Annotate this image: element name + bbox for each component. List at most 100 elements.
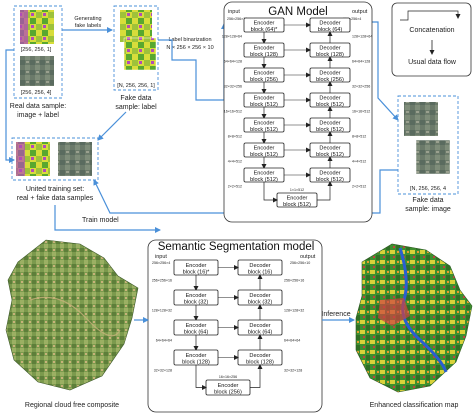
gan-output-label: output xyxy=(352,9,368,15)
fake-image-sample: [N, 256, 256, 4 Fake data sample: image xyxy=(397,95,459,213)
fake-image-caption-line1: Fake data xyxy=(412,197,443,204)
gan-encoder-1-title: Encoder xyxy=(254,21,275,27)
seg-title: Semantic Segmentation model xyxy=(158,241,315,253)
gan-decoder-3-title: Decoder xyxy=(319,71,340,77)
real-label-size: [256, 256, 1] xyxy=(21,47,52,53)
seg-decoder-1-size: block (16) xyxy=(248,270,273,276)
gan-to-bottleneck xyxy=(263,182,278,203)
seg-dec-dims-3: 64×64×64 xyxy=(284,339,300,343)
seg-decoder-2-size: block (32) xyxy=(248,300,273,306)
regional-caption: Regional cloud free composite xyxy=(25,402,119,409)
seg-encoder-2-size: block (32) xyxy=(184,300,209,306)
enhanced-classification-map xyxy=(355,243,473,393)
real-image-size: [256, 256, 4] xyxy=(21,90,52,96)
gan-dec-dims-6: 4×4×512 xyxy=(352,160,366,164)
seg-encoder-3-size: block (64) xyxy=(184,330,209,336)
united-training-set: United training set: real + fake data sa… xyxy=(11,137,99,202)
seg-bottleneck-title: Encoder xyxy=(218,383,239,389)
gan-decoder-3-size: block (256) xyxy=(316,77,344,83)
gan-enc-dims-6: 4×4×512 xyxy=(228,160,242,164)
seg-decoder-2-title: Decoder xyxy=(249,293,270,299)
gan-dec-dims-4: 16×16×512 xyxy=(352,110,370,114)
gan-output-dims: 256×256×4 xyxy=(343,17,361,21)
inference-label: Inference xyxy=(321,311,350,318)
train-model-label: Train model xyxy=(82,217,119,224)
seg-dec-dims-2: 128×128×32 xyxy=(284,309,304,313)
seg-encoder-1-title: Encoder xyxy=(186,263,207,269)
gan-enc-dims-2: 64×64×128 xyxy=(224,60,242,64)
gan-decoder-2-size: block (128) xyxy=(316,52,344,58)
legend-concatenation: Concatenation xyxy=(409,27,454,34)
gan-bottleneck-size: block (512) xyxy=(283,202,311,208)
arrow-train-model xyxy=(54,205,161,233)
generating-fake-labels-line2: fake labels xyxy=(75,23,102,29)
gan-decoder-4-size: block (512) xyxy=(316,102,344,108)
legend: Concatenation Usual data flow xyxy=(391,2,472,77)
gan-encoder-2-title: Encoder xyxy=(254,46,275,52)
united-caption-line1: United training set: xyxy=(26,186,84,193)
seg-encoder-3-title: Encoder xyxy=(186,323,207,329)
enhanced-map: Enhanced classification map xyxy=(355,243,473,409)
real-caption-line2: image + label xyxy=(17,112,59,119)
gan-decoder-7-title: Decoder xyxy=(319,171,340,177)
real-image-tile xyxy=(20,56,54,86)
real-data-sample: [256, 256, 1] [256, 256, 4] Real data sa… xyxy=(10,5,66,119)
gan-input-dims: 256×256×10 xyxy=(227,17,247,21)
gan-bottleneck-dims: 1×1×512 xyxy=(290,188,304,192)
gan-from-bottleneck xyxy=(317,181,333,201)
seg-output-dims: 256×256×10 xyxy=(290,261,310,265)
united-label-region xyxy=(16,142,25,176)
seg-decoder-1-title: Decoder xyxy=(249,263,270,269)
gan-encoder-4-size: block (512) xyxy=(250,102,278,108)
gan-decoder-2-title: Decoder xyxy=(319,46,340,52)
label-binarization-line2: N × 256 × 256 × 10 xyxy=(166,45,213,51)
gan-enc-dims-3: 32×32×256 xyxy=(224,85,242,89)
fake-image-frame xyxy=(397,95,459,195)
fake-label-caption-line2: sample: label xyxy=(115,104,157,111)
gan-decoder-1-size: block (64) xyxy=(318,27,343,33)
gan-enc-dims-4: 16×16×512 xyxy=(224,110,242,114)
seg-enc-dims-2: 128×128×32 xyxy=(152,309,172,313)
fake-label-frame xyxy=(113,5,159,91)
seg-decoder-4-size: block (128) xyxy=(246,360,274,366)
seg-encoder-2-title: Encoder xyxy=(186,293,207,299)
segmentation-model: Semantic Segmentation model input 256×25… xyxy=(147,239,323,413)
gan-decoder-1-title: Decoder xyxy=(319,21,340,27)
regional-road xyxy=(29,296,121,337)
gan-model: GAN Model input 256×256×10 output 256×25… xyxy=(222,1,373,223)
fake-label-tile-1 xyxy=(120,10,152,42)
regional-composite: Regional cloud free composite xyxy=(5,239,139,409)
gan-encoder-6-title: Encoder xyxy=(254,146,275,152)
label-binarization-line1: Label binarization xyxy=(168,37,211,43)
generating-fake-labels-line1: Generating xyxy=(74,16,101,22)
seg-from-bottleneck xyxy=(250,364,263,388)
fake-image-tile-2 xyxy=(415,139,451,175)
seg-bottleneck-dims: 16×16×256 xyxy=(219,375,237,379)
fake-image-tile-1 xyxy=(404,102,438,136)
gan-encoder-5-title: Encoder xyxy=(254,121,275,127)
fake-image-size: [N, 256, 256, 4 xyxy=(410,186,446,192)
gan-dec-dims-7: 2×2×512 xyxy=(352,185,366,189)
concatenation-arrow-icon xyxy=(400,10,461,21)
gan-dec-dims-5: 8×8×512 xyxy=(352,135,366,139)
gan-dec-dims-1: 128×128×64 xyxy=(352,35,372,39)
gan-enc-dims-1: 128×128×64 xyxy=(222,35,242,39)
seg-input-label: input xyxy=(155,254,167,260)
regional-composite-map xyxy=(5,239,139,391)
enhanced-caption: Enhanced classification map xyxy=(370,402,459,409)
